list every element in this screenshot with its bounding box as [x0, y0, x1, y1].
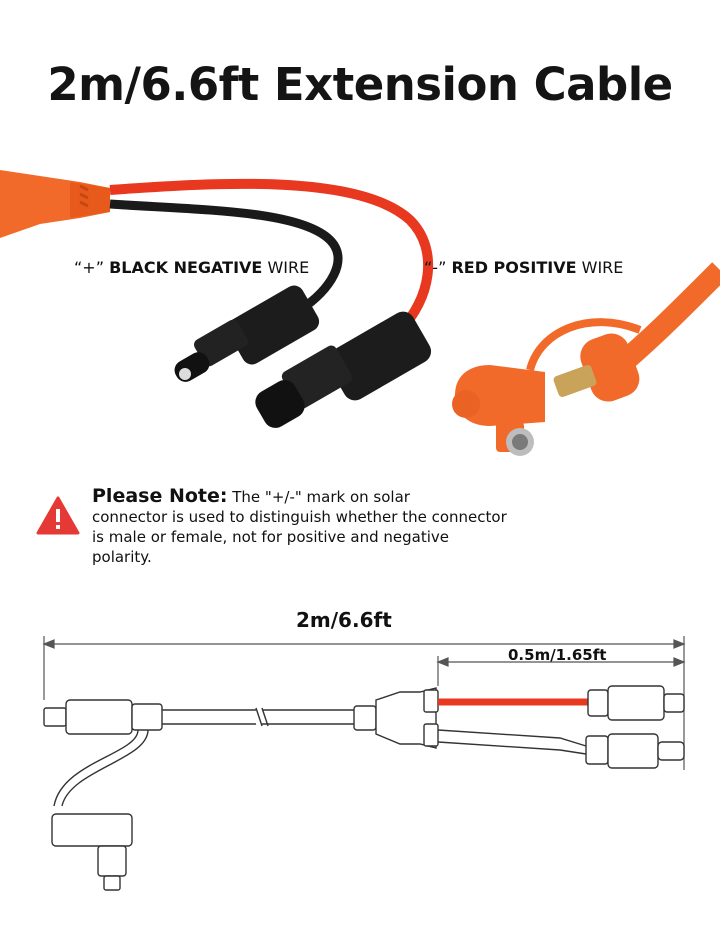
branch-dimension-line	[436, 656, 686, 686]
note-heading: Please Note:	[92, 485, 228, 507]
product-photo	[0, 170, 720, 456]
mc4-female-connector	[255, 311, 432, 428]
black-wire-name: BLACK NEGATIVE	[109, 258, 263, 277]
mc4-pair-drawing	[585, 685, 685, 769]
mc4-male-connector	[174, 285, 320, 382]
red-wire-symbol: “-”	[424, 258, 447, 277]
black-wire-symbol: “+”	[74, 258, 104, 277]
dc-plug-drawing	[43, 699, 356, 891]
page-title: 2m/6.6ft Extension Cable	[47, 58, 673, 111]
red-wire-suffix: WIRE	[581, 258, 624, 277]
red-wire-name: RED POSITIVE	[451, 258, 577, 277]
black-wire-suffix: WIRE	[267, 258, 310, 277]
note-line-3: is male or female, not for positive and …	[92, 528, 449, 566]
note-line-2: connector is used to distinguish whether…	[92, 508, 507, 526]
cable-diagram	[42, 636, 686, 891]
y-splitter-drawing	[353, 687, 439, 749]
white-wire-drawing	[437, 729, 587, 755]
warning-triangle-icon	[36, 496, 80, 535]
total-length-label: 2m/6.6ft	[296, 608, 392, 632]
note-line-1: The "+/-" mark on solar	[232, 488, 410, 506]
black-wire-label: “+” BLACK NEGATIVE WIRE	[74, 258, 309, 277]
branch-length-label: 0.5m/1.65ft	[508, 646, 607, 664]
red-wire-label: “-” RED POSITIVE WIRE	[424, 258, 623, 277]
dc-connector	[452, 262, 720, 456]
